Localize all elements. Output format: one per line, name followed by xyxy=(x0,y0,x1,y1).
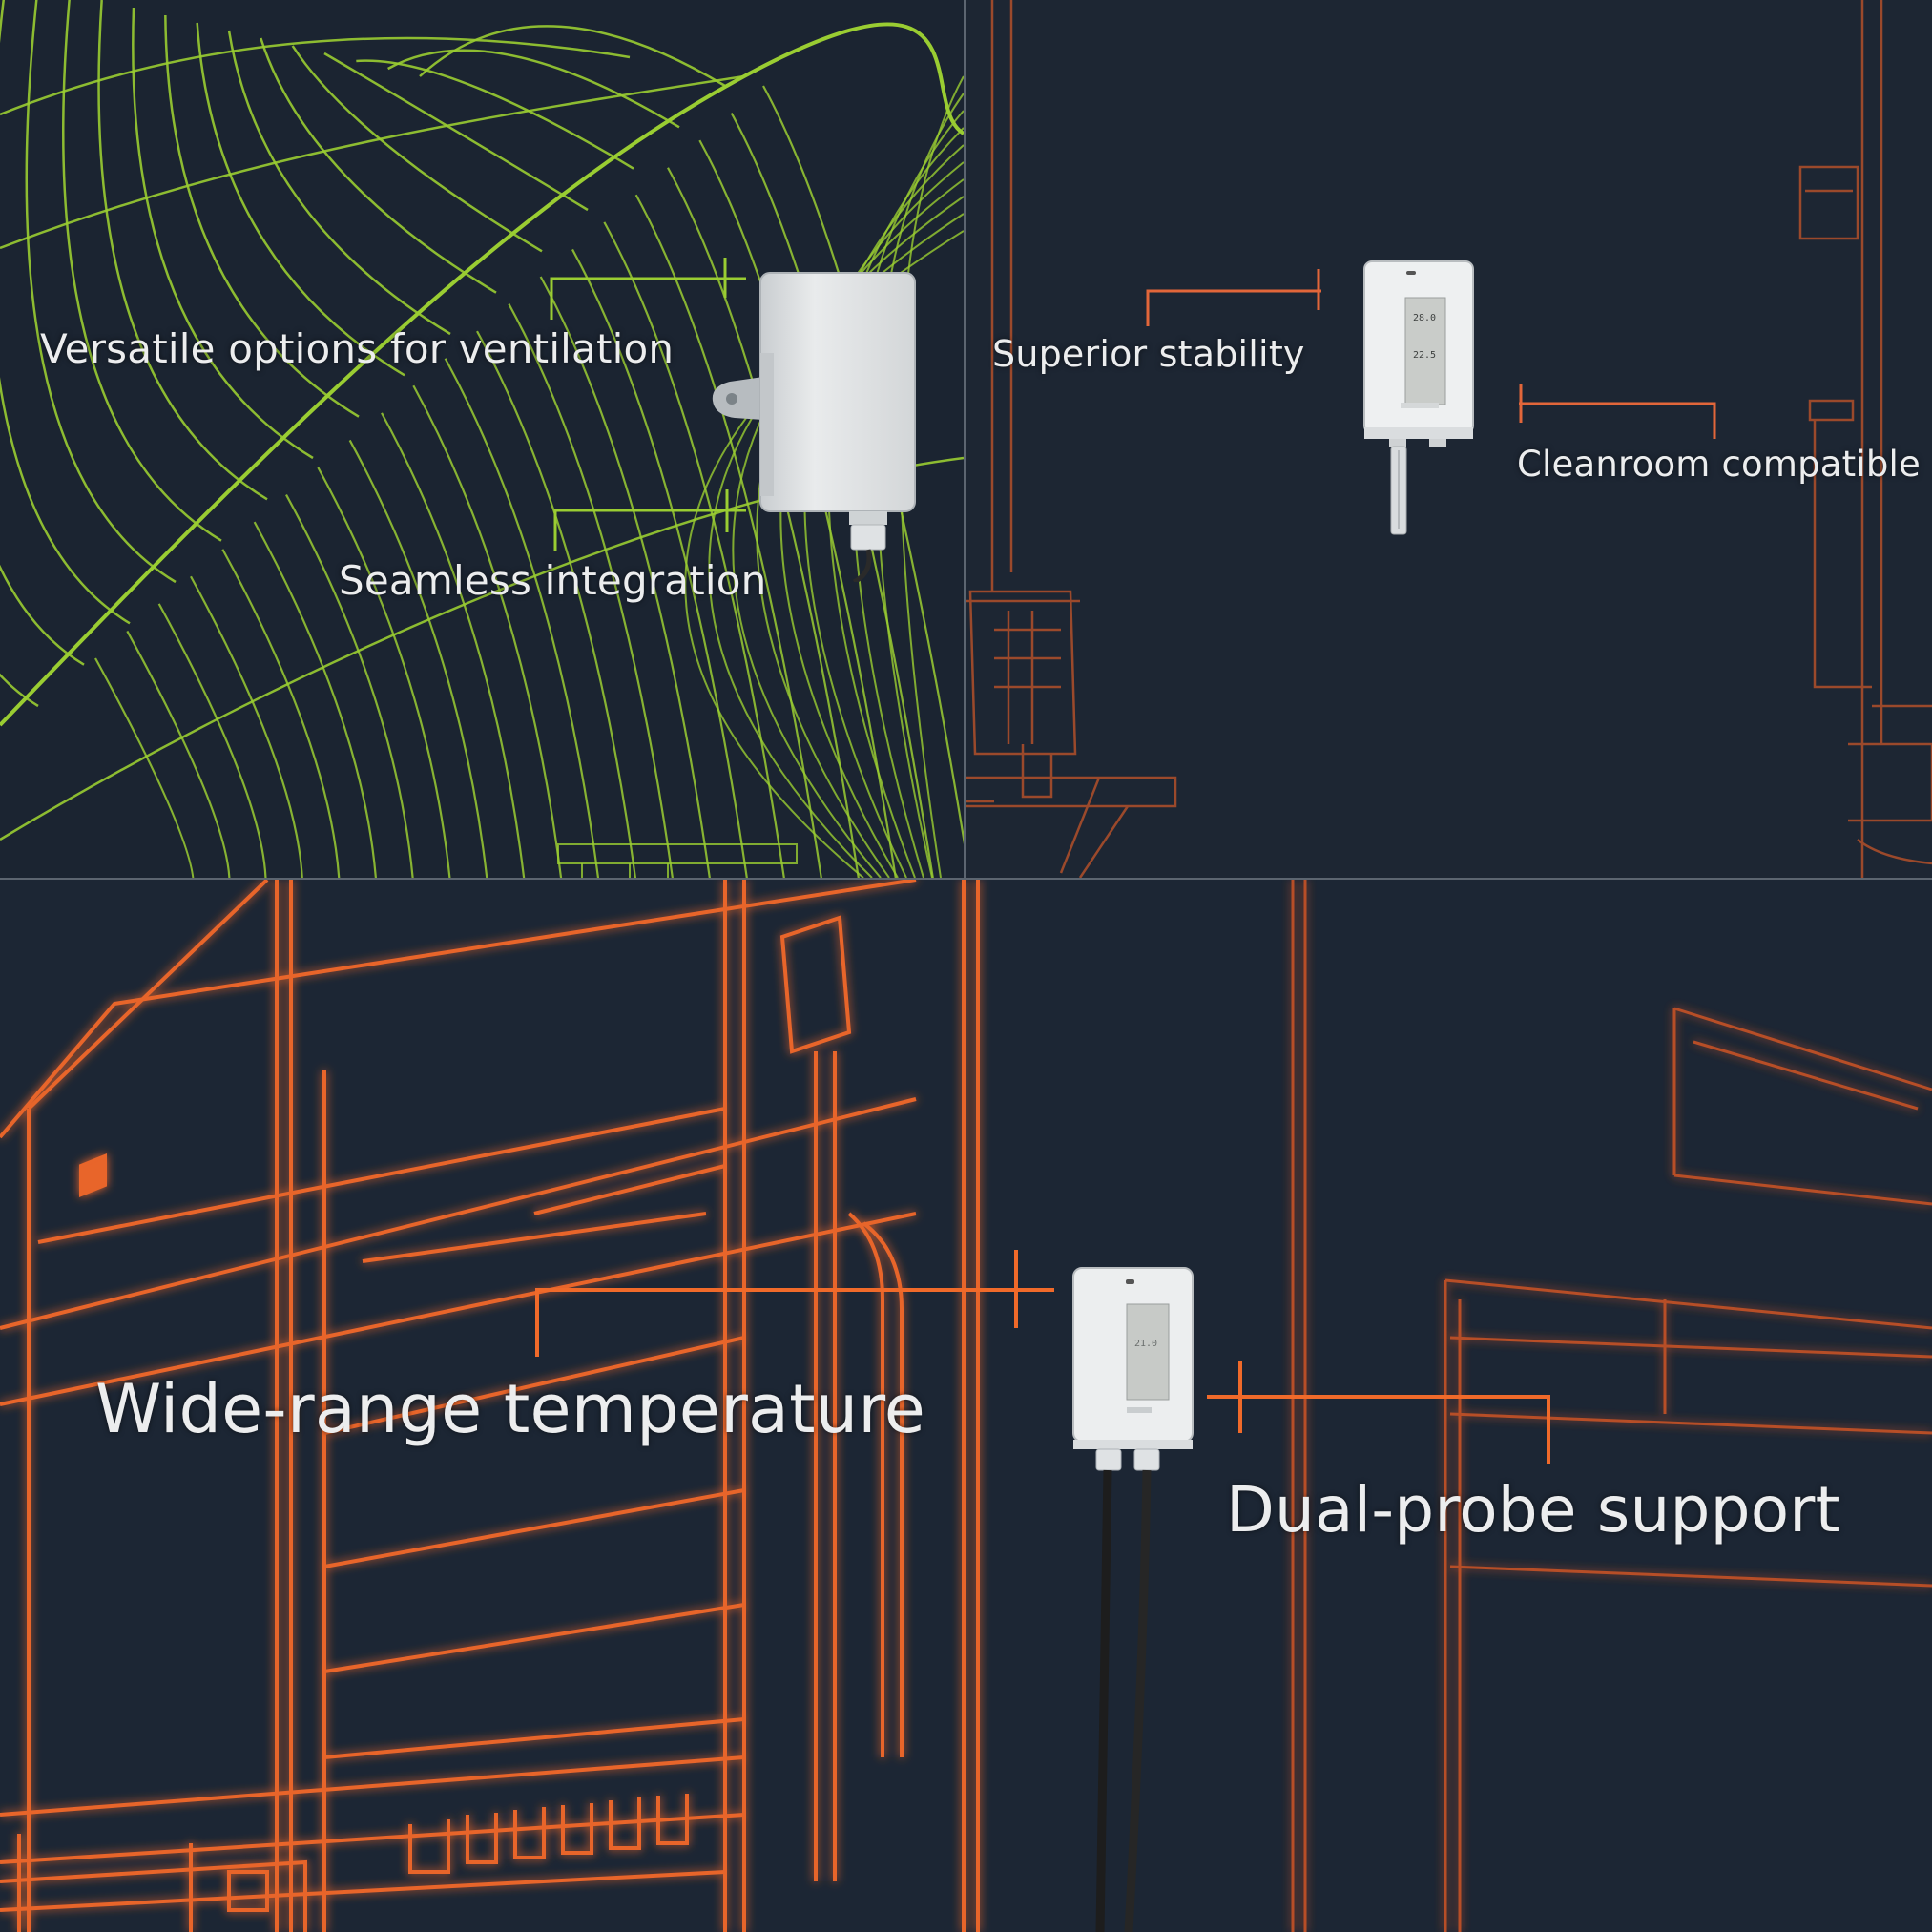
lab-line-art xyxy=(966,0,1932,878)
display-reading-1: 28.0 xyxy=(1413,313,1437,323)
display-transmitter: 28.0 22.5 xyxy=(1362,260,1475,536)
vertical-divider xyxy=(964,0,966,878)
dual-probe-transmitter: 21.0 xyxy=(1071,1266,1195,1932)
callout-line-dual-probe xyxy=(1207,1395,1550,1464)
label-cleanroom-compatible: Cleanroom compatible xyxy=(1517,444,1921,485)
callout-line-seamless xyxy=(553,509,746,551)
callout-line-cleanroom xyxy=(1519,402,1716,439)
enclosure-device xyxy=(712,272,916,582)
callout-lines xyxy=(550,258,746,551)
label-versatile-options: Versatile options for ventilation xyxy=(40,325,675,372)
callout-line-versatile xyxy=(550,277,746,320)
ventilation-panel: Versatile options for ventilation Seamle… xyxy=(0,0,964,878)
label-dual-probe-support: Dual-probe support xyxy=(1226,1473,1840,1547)
label-seamless-integration: Seamless integration xyxy=(339,557,767,604)
factory-line-art xyxy=(0,880,1932,1932)
callout-line-stability xyxy=(1146,289,1321,326)
callout-line-temperature xyxy=(535,1288,1054,1357)
industrial-panel: 21.0 Wide-range temperature Dual-probe s… xyxy=(0,880,1932,1932)
cleanroom-panel: 28.0 22.5 Superior stability Cleanroom c… xyxy=(966,0,1932,878)
label-wide-range-temperature: Wide-range temperature xyxy=(95,1370,926,1448)
horizontal-divider xyxy=(0,878,1932,880)
display-reading-2: 22.5 xyxy=(1413,350,1437,361)
label-superior-stability: Superior stability xyxy=(992,333,1305,375)
display-reading: 21.0 xyxy=(1134,1339,1158,1349)
